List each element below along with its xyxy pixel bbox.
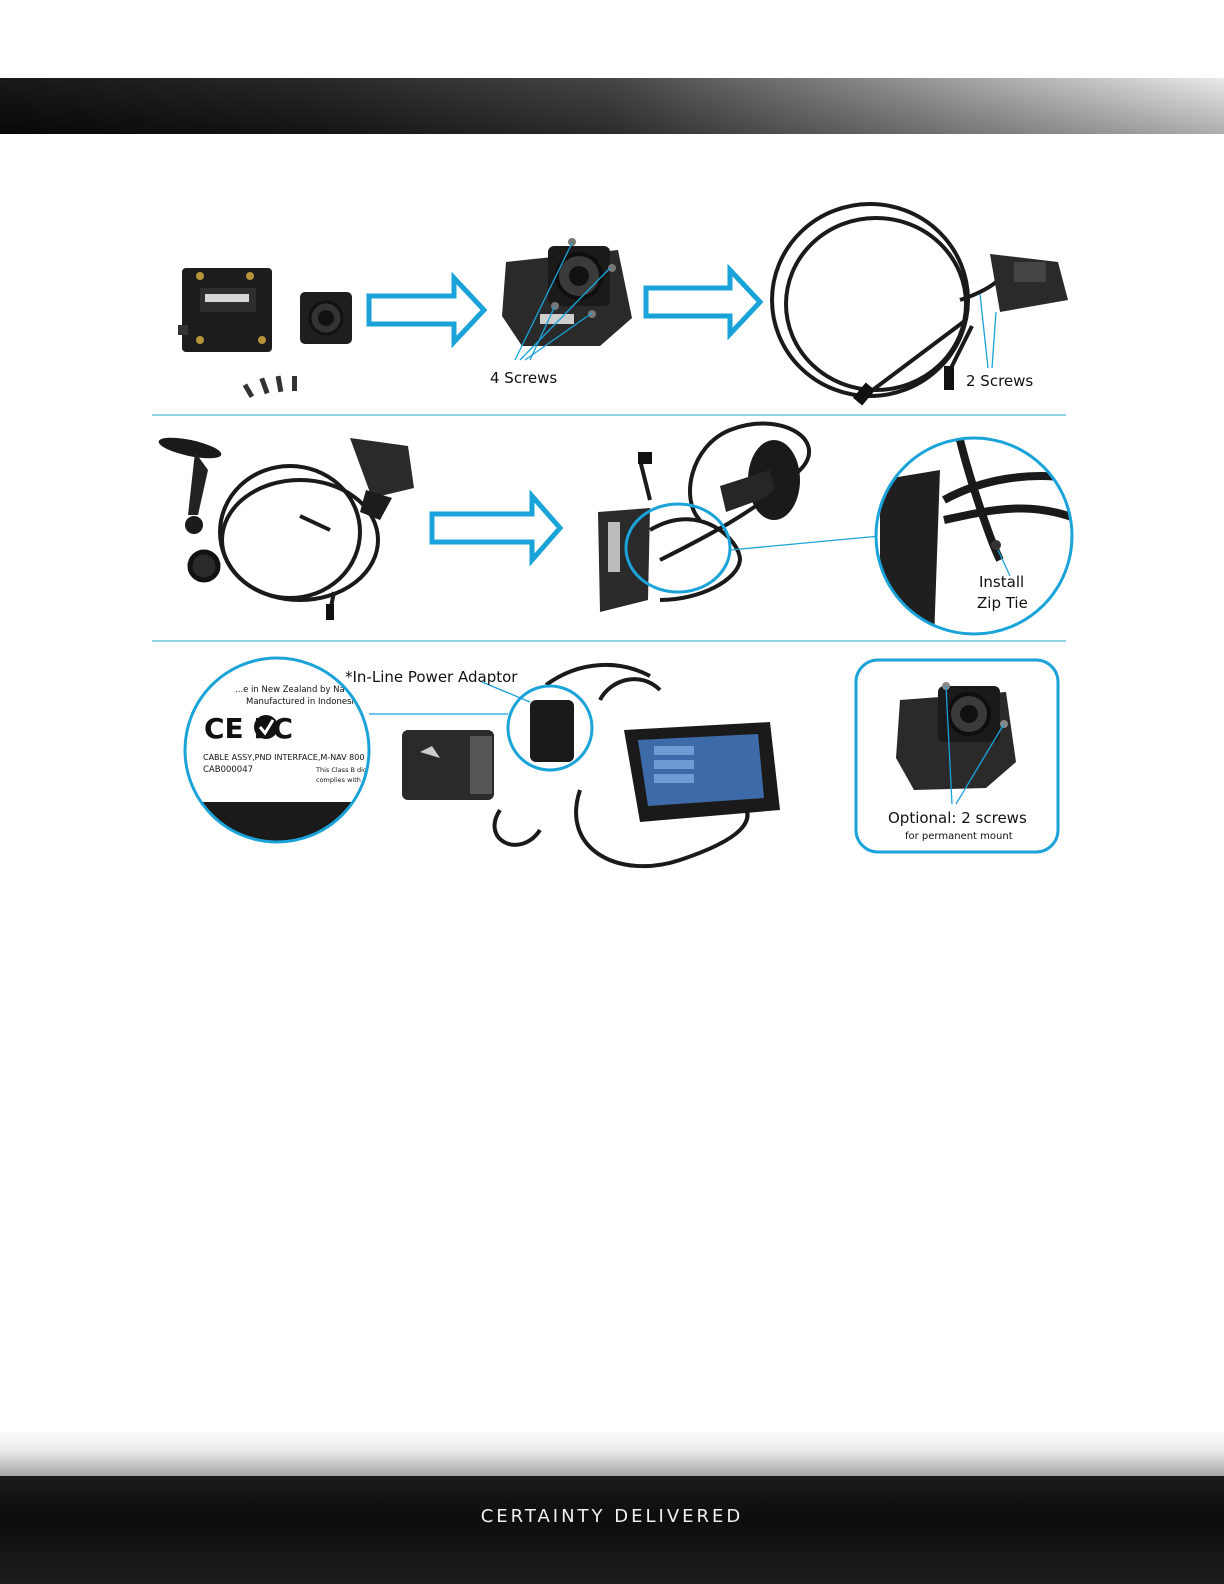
label-optional-screws: Optional: 2 screws [888,809,1027,827]
label-install: Install [979,573,1024,591]
certification-marks: CE FC [204,712,293,745]
cable-assembly-photo [772,204,1010,396]
mounted-assembly-photo [598,424,809,612]
socket-plate-photo [300,292,352,344]
mount-bracket-photo [178,268,272,352]
label-text: CAB000047 [203,765,253,775]
arrow-right-icon [369,278,484,342]
cable-bracket-photo [990,254,1068,312]
label-power-adaptor: *In-Line Power Adaptor [345,668,518,686]
label-zip-tie: Zip Tie [977,594,1028,612]
footer-bar [0,1476,1224,1584]
footer-fade [0,1430,1224,1480]
bracket-arm-photo [350,438,414,520]
label-text: Manufactured in Indonesia [246,697,359,707]
interface-box-photo [402,730,494,800]
suction-mount-photo [157,434,223,580]
label-permanent-mount: for permanent mount [905,831,1013,842]
arrow-right-icon [432,496,560,560]
navigation-device-photo [624,722,780,822]
label-text: CABLE ASSY,PND INTERFACE,M-NAV 800 [203,753,364,762]
screws-photo [243,376,297,398]
power-adaptor-photo [530,700,574,762]
product-label-zoom: ...e in New Zealand by Nav... Manufactur… [180,655,380,862]
barrel-plug-photo [944,366,954,390]
usb-plug-photo [326,604,334,620]
callout-line [730,536,880,550]
checkmark-icon [254,715,278,739]
label-text: ...e in New Zealand by Nav... [235,685,357,695]
assembled-bracket-photo [502,238,632,360]
label-four-screws: 4 Screws [490,369,557,387]
arrow-right-icon [646,270,760,334]
footer-tagline: CERTAINTY DELIVERED [0,1506,1224,1527]
label-text: This Class B dig... [315,766,373,774]
label-two-screws: 2 Screws [966,372,1033,390]
coiled-cable-photo [220,466,378,612]
